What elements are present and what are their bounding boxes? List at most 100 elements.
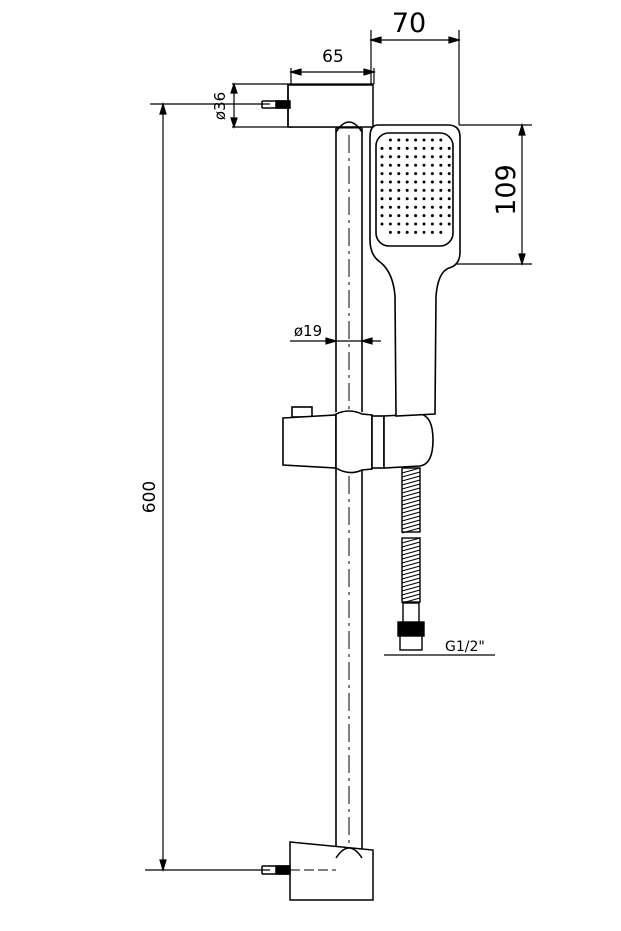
nozzle-dot <box>414 230 418 234</box>
nozzle-dot <box>397 230 401 234</box>
nozzle-dot <box>405 214 409 218</box>
nozzle-dot <box>447 155 451 159</box>
nozzle-dot <box>380 205 384 209</box>
hose-braid-line <box>401 511 421 518</box>
hand-shower <box>369 124 461 417</box>
nozzle-dot <box>405 230 409 234</box>
hose-braid-line <box>401 503 421 510</box>
nozzle-dot <box>414 205 418 209</box>
nozzle-dot <box>447 205 451 209</box>
nozzle-dot <box>447 180 451 184</box>
nozzle-dot <box>414 197 418 201</box>
nozzle-dot <box>430 155 434 159</box>
dimension-600 <box>145 101 270 873</box>
nozzle-dot <box>447 222 451 226</box>
nozzle-dot <box>405 205 409 209</box>
nozzle-dot <box>405 146 409 150</box>
hose-braid-line <box>401 541 421 548</box>
nozzle-dot <box>430 188 434 192</box>
nozzle-dot <box>422 172 426 176</box>
hose-braid-line <box>401 475 421 482</box>
nozzle-dot <box>422 138 426 142</box>
dimension-36-label: ø36 <box>211 92 229 120</box>
nozzle-dot <box>430 230 434 234</box>
slider-holder <box>282 406 434 474</box>
hose-braid-line <box>401 467 421 474</box>
nozzle-dot <box>397 146 401 150</box>
nozzle-dot <box>430 180 434 184</box>
hose-braid-line <box>401 471 421 478</box>
hose-braid-line <box>401 581 421 588</box>
nozzle-dot <box>439 197 443 201</box>
nozzle-dot <box>430 146 434 150</box>
hose-braid-line <box>401 483 421 490</box>
nozzle-dot <box>388 197 392 201</box>
nozzle-dot <box>439 205 443 209</box>
nozzle-dot <box>414 146 418 150</box>
hose-braid-line <box>401 577 421 584</box>
dimension-109-label: 109 <box>491 164 522 216</box>
nozzle-dot <box>439 172 443 176</box>
nozzle-dot <box>439 155 443 159</box>
hose-braid-line <box>401 479 421 486</box>
nozzle-dot <box>414 222 418 226</box>
nozzle-dot <box>422 188 426 192</box>
hose-braid-line <box>401 495 421 502</box>
nozzle-dot <box>405 163 409 167</box>
nozzle-dot <box>388 205 392 209</box>
hose-braid-line <box>401 593 421 600</box>
nozzle-dot <box>397 172 401 176</box>
nozzle-dot <box>405 172 409 176</box>
nozzle-dot <box>430 214 434 218</box>
nozzle-dot <box>430 163 434 167</box>
hose-braid-line <box>401 537 421 544</box>
nozzle-dot <box>439 188 443 192</box>
nozzle-dot <box>430 222 434 226</box>
dimension-65-label: 65 <box>322 47 344 67</box>
nozzle-dot <box>422 214 426 218</box>
nozzle-dot <box>380 155 384 159</box>
hose-braid-line <box>401 545 421 552</box>
nozzle-dot <box>397 205 401 209</box>
nozzle-dot <box>397 138 401 142</box>
nozzle-dot <box>447 146 451 150</box>
nozzle-dot <box>430 172 434 176</box>
nozzle-dot <box>380 163 384 167</box>
nozzle-dot <box>405 222 409 226</box>
thread-size-label: G1/2" <box>445 639 485 655</box>
nozzle-dot <box>380 214 384 218</box>
nozzle-dot <box>380 197 384 201</box>
nozzle-dot <box>388 188 392 192</box>
nozzle-dot <box>422 146 426 150</box>
hose-braid-line <box>401 507 421 514</box>
hose-braid-line <box>401 585 421 592</box>
nozzle-dot <box>397 155 401 159</box>
hose-braid-line <box>401 589 421 596</box>
nozzle-dot <box>405 155 409 159</box>
nozzle-dot <box>447 214 451 218</box>
hose-braid-line <box>401 487 421 494</box>
hose-braid-line <box>401 491 421 498</box>
nozzle-dot <box>388 146 392 150</box>
dimension-70 <box>368 30 462 125</box>
nozzle-dot <box>422 230 426 234</box>
nozzle-dot <box>388 138 392 142</box>
spray-nozzles <box>380 138 451 234</box>
nozzle-dot <box>388 172 392 176</box>
nozzle-dot <box>447 188 451 192</box>
hose-braid-line <box>401 515 421 522</box>
nozzle-dot <box>439 138 443 142</box>
nozzle-dot <box>388 180 392 184</box>
hose-braid-line <box>401 549 421 556</box>
hose-braid-line <box>401 565 421 572</box>
nozzle-dot <box>439 163 443 167</box>
hose-braid-line <box>401 573 421 580</box>
shower-hose <box>384 467 495 656</box>
nozzle-dot <box>414 163 418 167</box>
nozzle-dot <box>397 197 401 201</box>
nozzle-dot <box>439 230 443 234</box>
nozzle-dot <box>397 214 401 218</box>
nozzle-dot <box>439 180 443 184</box>
nozzle-dot <box>397 180 401 184</box>
